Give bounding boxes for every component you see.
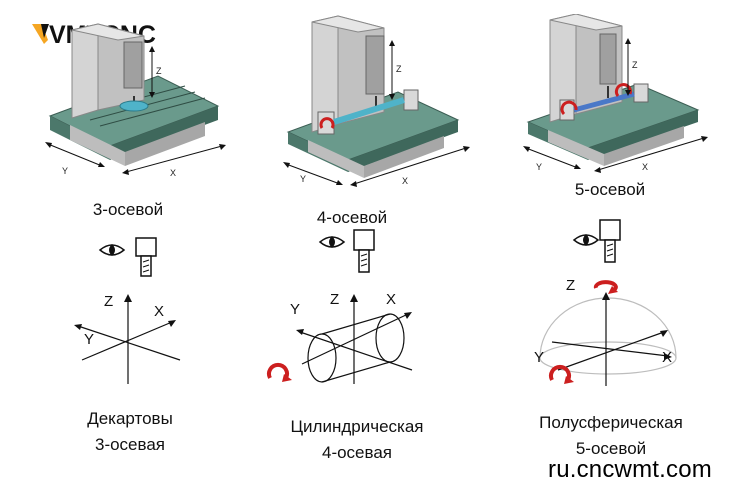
machine-y-label: Y — [62, 166, 68, 176]
machine-z-label: Z — [632, 60, 638, 70]
label-line1: Цилиндрическая — [290, 417, 424, 436]
watermark: ru.cncwmt.com — [548, 456, 712, 483]
machine-y-label: Y — [536, 162, 542, 172]
axis-z-label: Z — [330, 291, 339, 308]
axis-x-label: X — [386, 291, 396, 308]
eye-tool-icon — [572, 219, 621, 263]
machine-x-label: X — [642, 162, 648, 172]
machine-y-label: Y — [300, 174, 306, 184]
axis-z-label: Z — [566, 277, 575, 294]
label-cylindrical: Цилиндрическая 4-осевая — [262, 414, 452, 466]
axes-cartesian: Z X Y — [74, 293, 181, 384]
machine-4-axis: Z X Y — [283, 15, 470, 187]
label-hemispherical: Полусферическая 5-осевой — [516, 410, 706, 462]
machine-x-label: X — [170, 168, 176, 178]
caption-4-axis: 4-осевой — [316, 208, 388, 227]
axis-y-label: Y — [290, 301, 300, 318]
eye-tool-icon — [318, 229, 375, 273]
machine-z-label: Z — [396, 64, 402, 74]
axis-y-label: Y — [84, 331, 94, 348]
eye-tool-icon — [98, 237, 157, 277]
label-line1: Полусферическая — [539, 413, 683, 432]
machine-z-label: Z — [156, 66, 162, 76]
axis-x-label: X — [662, 349, 672, 366]
label-line2: 5-осевой — [575, 439, 647, 458]
machine-3-axis: Z X Y — [45, 23, 226, 178]
caption-3-axis: 3-осевой — [92, 200, 164, 219]
axis-z-label: Z — [104, 293, 113, 310]
axes-hemispherical: Z X Y — [534, 277, 677, 386]
label-line2: 4-осевая — [321, 443, 393, 462]
label-line2: 3-осевая — [94, 435, 166, 454]
label-line1: Декартовы — [87, 409, 173, 428]
axis-y-label: Y — [534, 349, 544, 366]
machine-5-axis: Z X Y — [523, 14, 708, 173]
caption-5-axis: 5-осевой — [574, 180, 646, 199]
axis-x-label: X — [154, 303, 164, 320]
machine-x-label: X — [402, 176, 408, 186]
axes-cylindrical: Z X Y — [267, 291, 413, 384]
label-cartesian: Декартовы 3-осевая — [62, 406, 198, 458]
